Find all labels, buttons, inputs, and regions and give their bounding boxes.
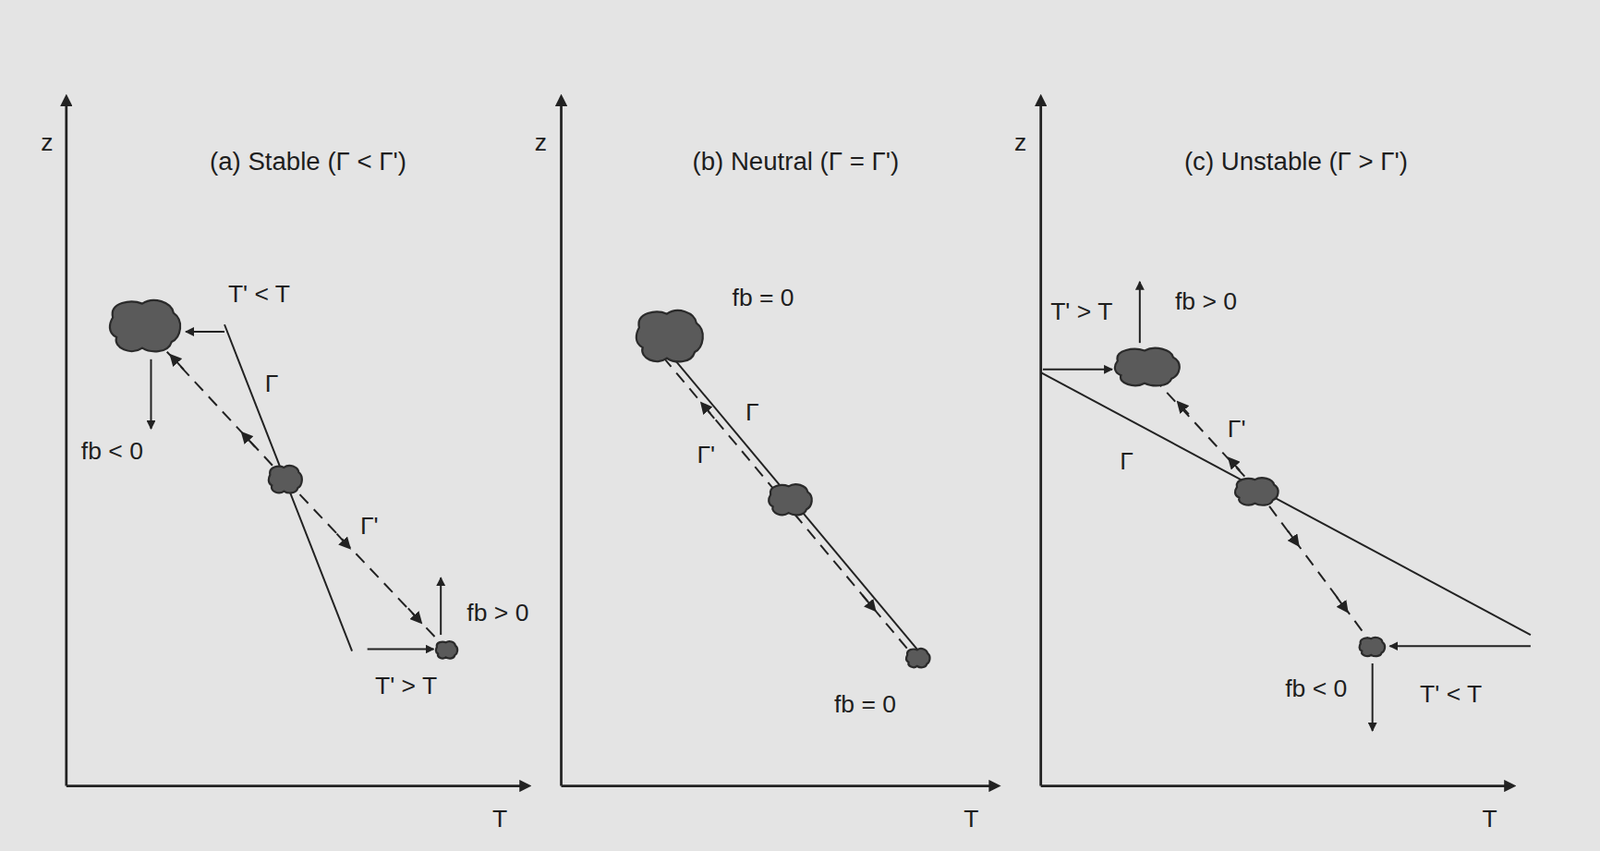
buoyancy-label: fb = 0 [834,691,897,717]
axis-label: T [963,806,979,832]
buoyancy-label: fb = 0 [732,285,795,311]
buoyancy-label: fb < 0 [1284,676,1347,702]
lapse-rate-label: Γ' [360,513,379,539]
buoyancy-label: fb < 0 [81,438,144,464]
lapse-rate-label: Γ [265,371,279,397]
panel-title: (a) Stable (Γ < Γ') [209,148,407,175]
lapse-rate-label: Γ' [696,442,716,468]
axis-label: z [1014,130,1027,156]
buoyancy-label: fb > 0 [1175,289,1237,315]
buoyancy-label: fb > 0 [466,599,529,625]
temperature-relation: T' < T [1419,681,1482,707]
axis-label: T [492,806,508,832]
lapse-rate-label: Γ [1119,448,1134,474]
panel-title: (c) Unstable (Γ > Γ') [1184,148,1408,175]
lapse-rate-label: Γ' [1227,416,1247,442]
lapse-rate-label: Γ [745,400,760,425]
temperature-relation: T' < T [228,281,291,307]
axis-label: z [534,130,547,156]
panel-title: (b) Neutral (Γ = Γ') [691,148,899,175]
axis-label: z [40,130,53,156]
temperature-relation: T' > T [1050,299,1113,325]
axis-label: T [1481,806,1497,832]
temperature-relation: T' > T [375,673,437,699]
